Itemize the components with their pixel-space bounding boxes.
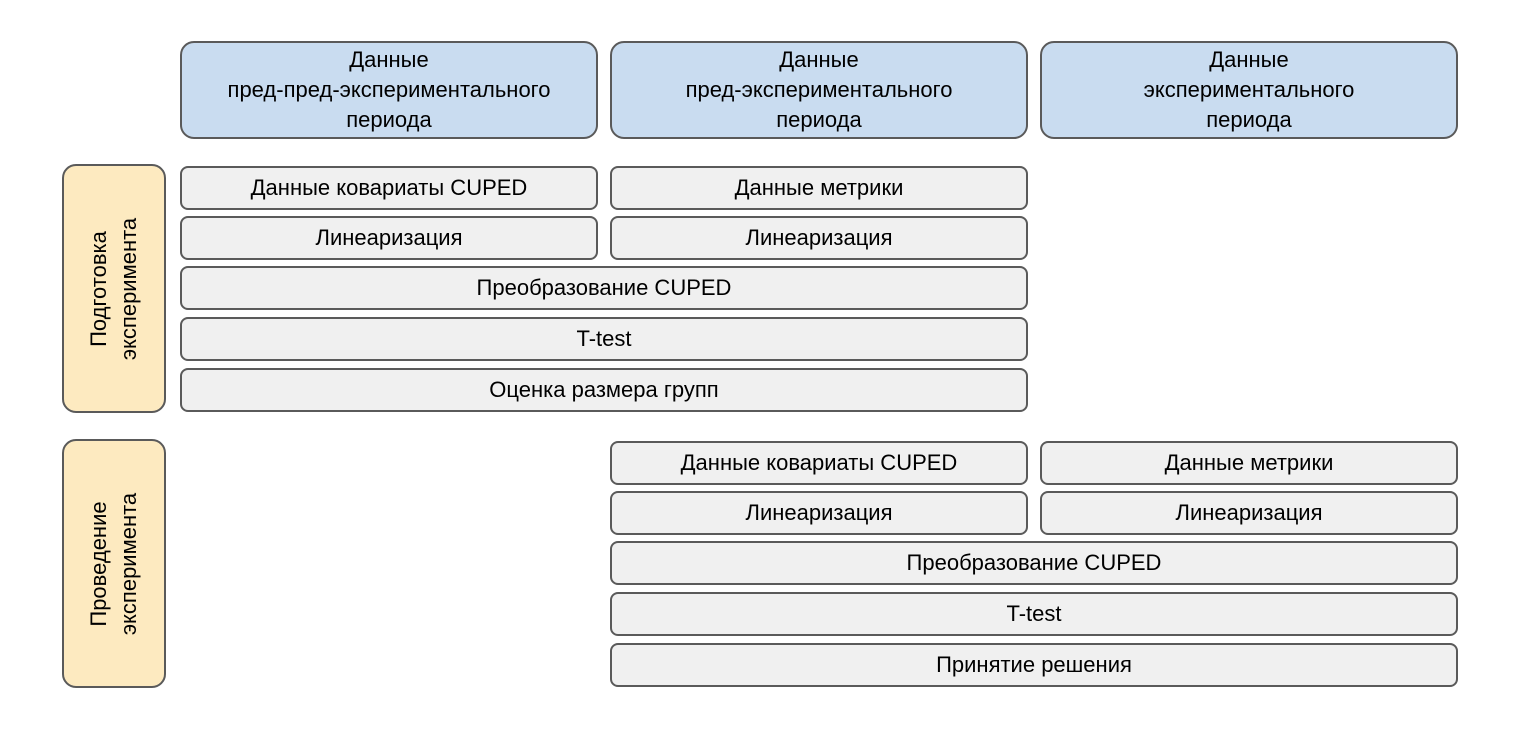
phase-preparation-label: Подготовка эксперимента (86, 217, 142, 360)
prep-metric-data-label: Данные метрики (734, 175, 904, 200)
exec-linearization-covariate: Линеаризация (610, 491, 1028, 535)
prep-cuped-transform: Преобразование CUPED (180, 266, 1028, 310)
exec-covariate-data-label: Данные ковариаты CUPED (680, 450, 958, 475)
prep-linearization-metric-label: Линеаризация (745, 225, 893, 250)
prep-metric-data: Данные метрики (610, 166, 1028, 210)
header-pre-experimental-label: Данные пред-экспериментального периода (685, 47, 953, 132)
prep-cuped-transform-label: Преобразование CUPED (476, 275, 732, 300)
exec-ttest-label: T-test (1006, 601, 1062, 626)
prep-covariate-data: Данные ковариаты CUPED (180, 166, 598, 210)
prep-ttest: T-test (180, 317, 1028, 361)
exec-linearization-covariate-label: Линеаризация (745, 500, 893, 525)
header-pre-pre-experimental-label: Данные пред-пред-экспериментального пери… (227, 47, 551, 132)
exec-covariate-data: Данные ковариаты CUPED (610, 441, 1028, 485)
exec-cuped-transform-label: Преобразование CUPED (906, 550, 1162, 575)
prep-group-size-estimate-label: Оценка размера групп (489, 377, 719, 402)
header-experimental-period: Данные экспериментального периода (1040, 41, 1458, 139)
prep-linearization-covariate: Линеаризация (180, 216, 598, 260)
phase-preparation: Подготовка эксперимента (62, 164, 166, 413)
exec-decision-label: Принятие решения (936, 652, 1132, 677)
prep-ttest-label: T-test (576, 326, 632, 351)
prep-group-size-estimate: Оценка размера групп (180, 368, 1028, 412)
header-experimental-label: Данные экспериментального периода (1143, 47, 1355, 132)
phase-execution: Проведение эксперимента (62, 439, 166, 688)
exec-metric-data-label: Данные метрики (1164, 450, 1334, 475)
exec-linearization-metric-label: Линеаризация (1175, 500, 1323, 525)
exec-metric-data: Данные метрики (1040, 441, 1458, 485)
header-pre-pre-experimental-period: Данные пред-пред-экспериментального пери… (180, 41, 598, 139)
exec-cuped-transform: Преобразование CUPED (610, 541, 1458, 585)
prep-linearization-metric: Линеаризация (610, 216, 1028, 260)
exec-ttest: T-test (610, 592, 1458, 636)
header-pre-experimental-period: Данные пред-экспериментального периода (610, 41, 1028, 139)
prep-linearization-covariate-label: Линеаризация (315, 225, 463, 250)
exec-linearization-metric: Линеаризация (1040, 491, 1458, 535)
exec-decision: Принятие решения (610, 643, 1458, 687)
phase-execution-label: Проведение эксперимента (86, 492, 142, 635)
prep-covariate-data-label: Данные ковариаты CUPED (250, 175, 528, 200)
